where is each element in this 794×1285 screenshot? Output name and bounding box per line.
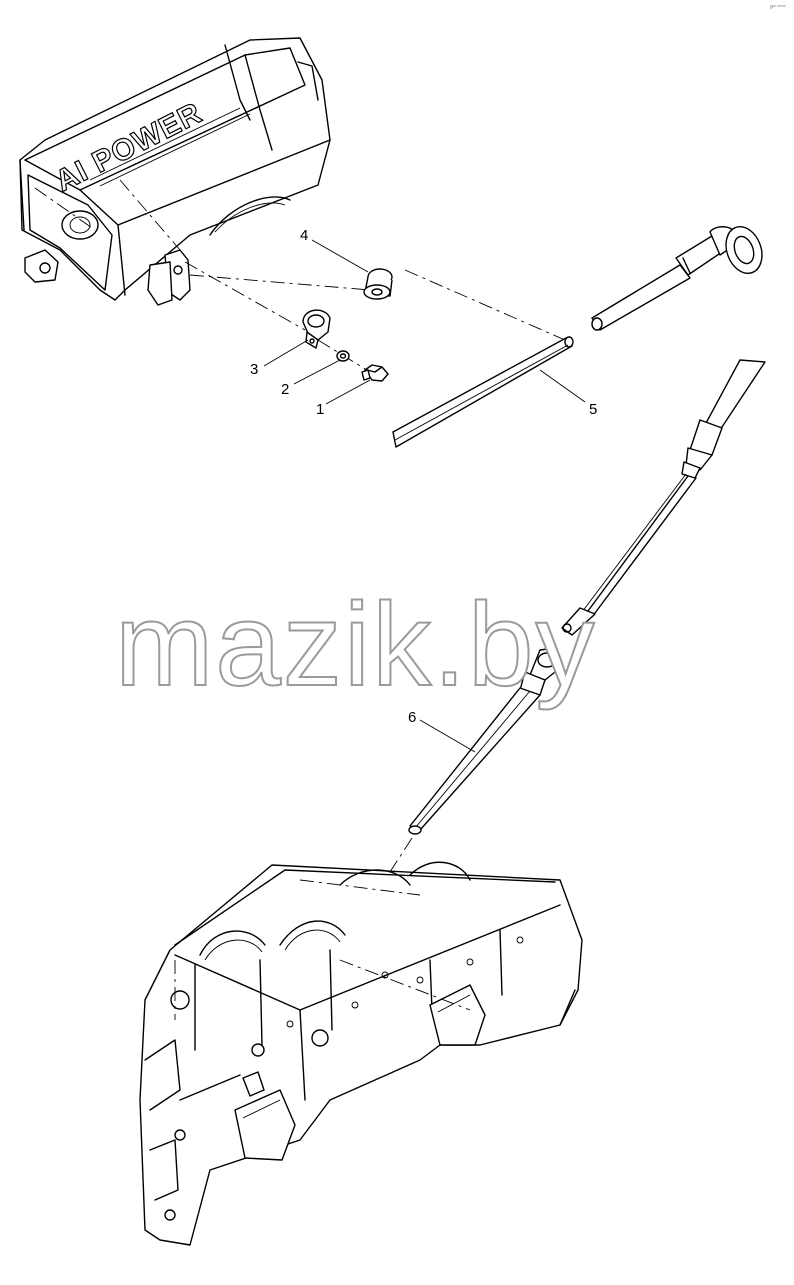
callout-3: 3 bbox=[250, 361, 258, 378]
assembly-line-grommet bbox=[189, 274, 371, 291]
leader-line-3 bbox=[263, 339, 309, 367]
screw-part-1 bbox=[361, 364, 389, 382]
callout-group: 4 3 2 1 5 6 bbox=[250, 227, 597, 753]
grommet-part-4 bbox=[363, 268, 393, 300]
corner-code: gᵉᵗ ᵐᵐᵐ bbox=[770, 4, 786, 10]
washer-part-2 bbox=[336, 350, 350, 362]
assembly-line-tube bbox=[404, 269, 566, 341]
leader-line-1 bbox=[325, 379, 371, 405]
callout-6: 6 bbox=[408, 709, 416, 726]
leader-line-4 bbox=[311, 239, 369, 273]
leader-line-5 bbox=[539, 369, 586, 403]
assembly-line-clip bbox=[184, 261, 306, 331]
callout-4: 4 bbox=[300, 227, 308, 244]
engine-cover: AI POWER bbox=[19, 37, 331, 306]
watermark: mazik.by bbox=[115, 579, 597, 711]
clip-part-3 bbox=[302, 309, 331, 349]
callout-2: 2 bbox=[281, 381, 289, 398]
leader-line-6 bbox=[419, 719, 476, 753]
leader-line-2 bbox=[293, 359, 341, 385]
guide-tube-part-5 bbox=[392, 226, 763, 448]
dipstick-part-6 bbox=[408, 359, 766, 835]
callout-5: 5 bbox=[589, 401, 597, 418]
callout-1: 1 bbox=[316, 401, 324, 418]
engine-block bbox=[139, 861, 583, 1246]
